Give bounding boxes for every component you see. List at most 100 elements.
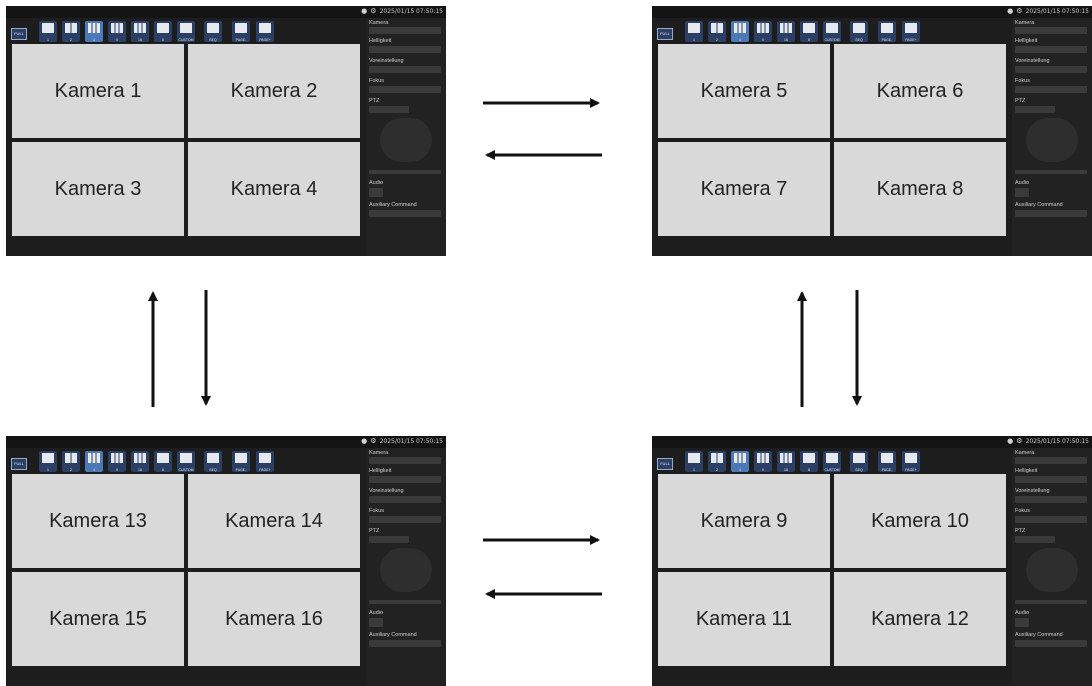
- layout-1-button[interactable]: 1: [685, 21, 703, 42]
- layout-custom-button[interactable]: CUSTOM: [823, 451, 841, 472]
- fokus-buttons[interactable]: [369, 516, 441, 523]
- camera-tile[interactable]: Kamera 9: [658, 474, 830, 568]
- kamera-select[interactable]: [1015, 457, 1087, 464]
- zoom-slider[interactable]: [1015, 170, 1087, 174]
- layout-16-button[interactable]: 16: [131, 21, 149, 42]
- seq-button[interactable]: SEQ: [204, 21, 222, 42]
- page-prev-button[interactable]: PAGE-: [232, 21, 250, 42]
- layout-9-button[interactable]: 9: [108, 451, 126, 472]
- user-icon[interactable]: ●: [1007, 437, 1014, 445]
- camera-tile[interactable]: Kamera 3: [12, 142, 184, 236]
- full-button[interactable]: FULL: [657, 28, 673, 40]
- layout-custom-button[interactable]: CUSTOM: [177, 451, 195, 472]
- layout-9-button[interactable]: 9: [754, 21, 772, 42]
- full-button[interactable]: FULL: [11, 458, 27, 470]
- camera-tile[interactable]: Kamera 8: [834, 142, 1006, 236]
- layout-2-button[interactable]: 2: [62, 21, 80, 42]
- layout-9-button[interactable]: 9: [108, 21, 126, 42]
- camera-tile[interactable]: Kamera 13: [12, 474, 184, 568]
- ptz-dpad[interactable]: [1026, 118, 1078, 162]
- camera-tile[interactable]: Kamera 16: [188, 572, 360, 666]
- zoom-slider[interactable]: [1015, 600, 1087, 604]
- settings-icon[interactable]: ⚙: [1016, 437, 1023, 445]
- camera-tile[interactable]: Kamera 10: [834, 474, 1006, 568]
- camera-tile[interactable]: Kamera 4: [188, 142, 360, 236]
- voreinstellung-controls[interactable]: [1015, 496, 1087, 503]
- camera-tile[interactable]: Kamera 5: [658, 44, 830, 138]
- layout-8-button[interactable]: 8: [154, 21, 172, 42]
- user-icon[interactable]: ●: [361, 437, 368, 445]
- audio-button[interactable]: [1015, 188, 1029, 197]
- camera-tile[interactable]: Kamera 15: [12, 572, 184, 666]
- ptz-dpad[interactable]: [380, 118, 432, 162]
- layout-8-button[interactable]: 8: [154, 451, 172, 472]
- layout-8-button[interactable]: 8: [800, 21, 818, 42]
- layout-4-button[interactable]: 4: [731, 451, 749, 472]
- layout-16-button[interactable]: 16: [777, 21, 795, 42]
- user-icon[interactable]: ●: [1007, 7, 1014, 15]
- settings-icon[interactable]: ⚙: [370, 7, 377, 15]
- helligkeit-buttons[interactable]: [369, 46, 441, 53]
- layout-1-button[interactable]: 1: [39, 451, 57, 472]
- ptz-field[interactable]: [369, 106, 409, 113]
- layout-4-button[interactable]: 4: [85, 451, 103, 472]
- layout-custom-button[interactable]: CUSTOM: [823, 21, 841, 42]
- fokus-buttons[interactable]: [369, 86, 441, 93]
- layout-8-button[interactable]: 8: [800, 451, 818, 472]
- ptz-field[interactable]: [369, 536, 409, 543]
- aux-controls[interactable]: [369, 210, 441, 217]
- voreinstellung-controls[interactable]: [369, 496, 441, 503]
- page-next-button[interactable]: PAGE+: [256, 21, 274, 42]
- user-icon[interactable]: ●: [361, 7, 368, 15]
- ptz-field[interactable]: [1015, 106, 1055, 113]
- layout-4-button[interactable]: 4: [85, 21, 103, 42]
- page-prev-button[interactable]: PAGE-: [232, 451, 250, 472]
- layout-16-button[interactable]: 16: [131, 451, 149, 472]
- page-next-button[interactable]: PAGE+: [256, 451, 274, 472]
- page-prev-button[interactable]: PAGE-: [878, 451, 896, 472]
- voreinstellung-controls[interactable]: [369, 66, 441, 73]
- helligkeit-buttons[interactable]: [1015, 476, 1087, 483]
- settings-icon[interactable]: ⚙: [370, 437, 377, 445]
- kamera-select[interactable]: [369, 457, 441, 464]
- ptz-field[interactable]: [1015, 536, 1055, 543]
- full-button[interactable]: FULL: [11, 28, 27, 40]
- full-button[interactable]: FULL: [657, 458, 673, 470]
- page-prev-button[interactable]: PAGE-: [878, 21, 896, 42]
- layout-2-button[interactable]: 2: [62, 451, 80, 472]
- layout-16-button[interactable]: 16: [777, 451, 795, 472]
- camera-tile[interactable]: Kamera 6: [834, 44, 1006, 138]
- voreinstellung-controls[interactable]: [1015, 66, 1087, 73]
- layout-1-button[interactable]: 1: [39, 21, 57, 42]
- ptz-dpad[interactable]: [1026, 548, 1078, 592]
- fokus-buttons[interactable]: [1015, 86, 1087, 93]
- audio-button[interactable]: [369, 618, 383, 627]
- page-next-button[interactable]: PAGE+: [902, 451, 920, 472]
- ptz-dpad[interactable]: [380, 548, 432, 592]
- page-next-button[interactable]: PAGE+: [902, 21, 920, 42]
- aux-controls[interactable]: [369, 640, 441, 647]
- camera-tile[interactable]: Kamera 14: [188, 474, 360, 568]
- aux-controls[interactable]: [1015, 640, 1087, 647]
- seq-button[interactable]: SEQ: [850, 21, 868, 42]
- layout-9-button[interactable]: 9: [754, 451, 772, 472]
- kamera-select[interactable]: [369, 27, 441, 34]
- layout-2-button[interactable]: 2: [708, 21, 726, 42]
- camera-tile[interactable]: Kamera 7: [658, 142, 830, 236]
- layout-4-button[interactable]: 4: [731, 21, 749, 42]
- zoom-slider[interactable]: [369, 170, 441, 174]
- camera-tile[interactable]: Kamera 2: [188, 44, 360, 138]
- kamera-select[interactable]: [1015, 27, 1087, 34]
- zoom-slider[interactable]: [369, 600, 441, 604]
- audio-button[interactable]: [1015, 618, 1029, 627]
- aux-controls[interactable]: [1015, 210, 1087, 217]
- layout-2-button[interactable]: 2: [708, 451, 726, 472]
- settings-icon[interactable]: ⚙: [1016, 7, 1023, 15]
- seq-button[interactable]: SEQ: [204, 451, 222, 472]
- layout-custom-button[interactable]: CUSTOM: [177, 21, 195, 42]
- camera-tile[interactable]: Kamera 1: [12, 44, 184, 138]
- camera-tile[interactable]: Kamera 11: [658, 572, 830, 666]
- helligkeit-buttons[interactable]: [1015, 46, 1087, 53]
- camera-tile[interactable]: Kamera 12: [834, 572, 1006, 666]
- layout-1-button[interactable]: 1: [685, 451, 703, 472]
